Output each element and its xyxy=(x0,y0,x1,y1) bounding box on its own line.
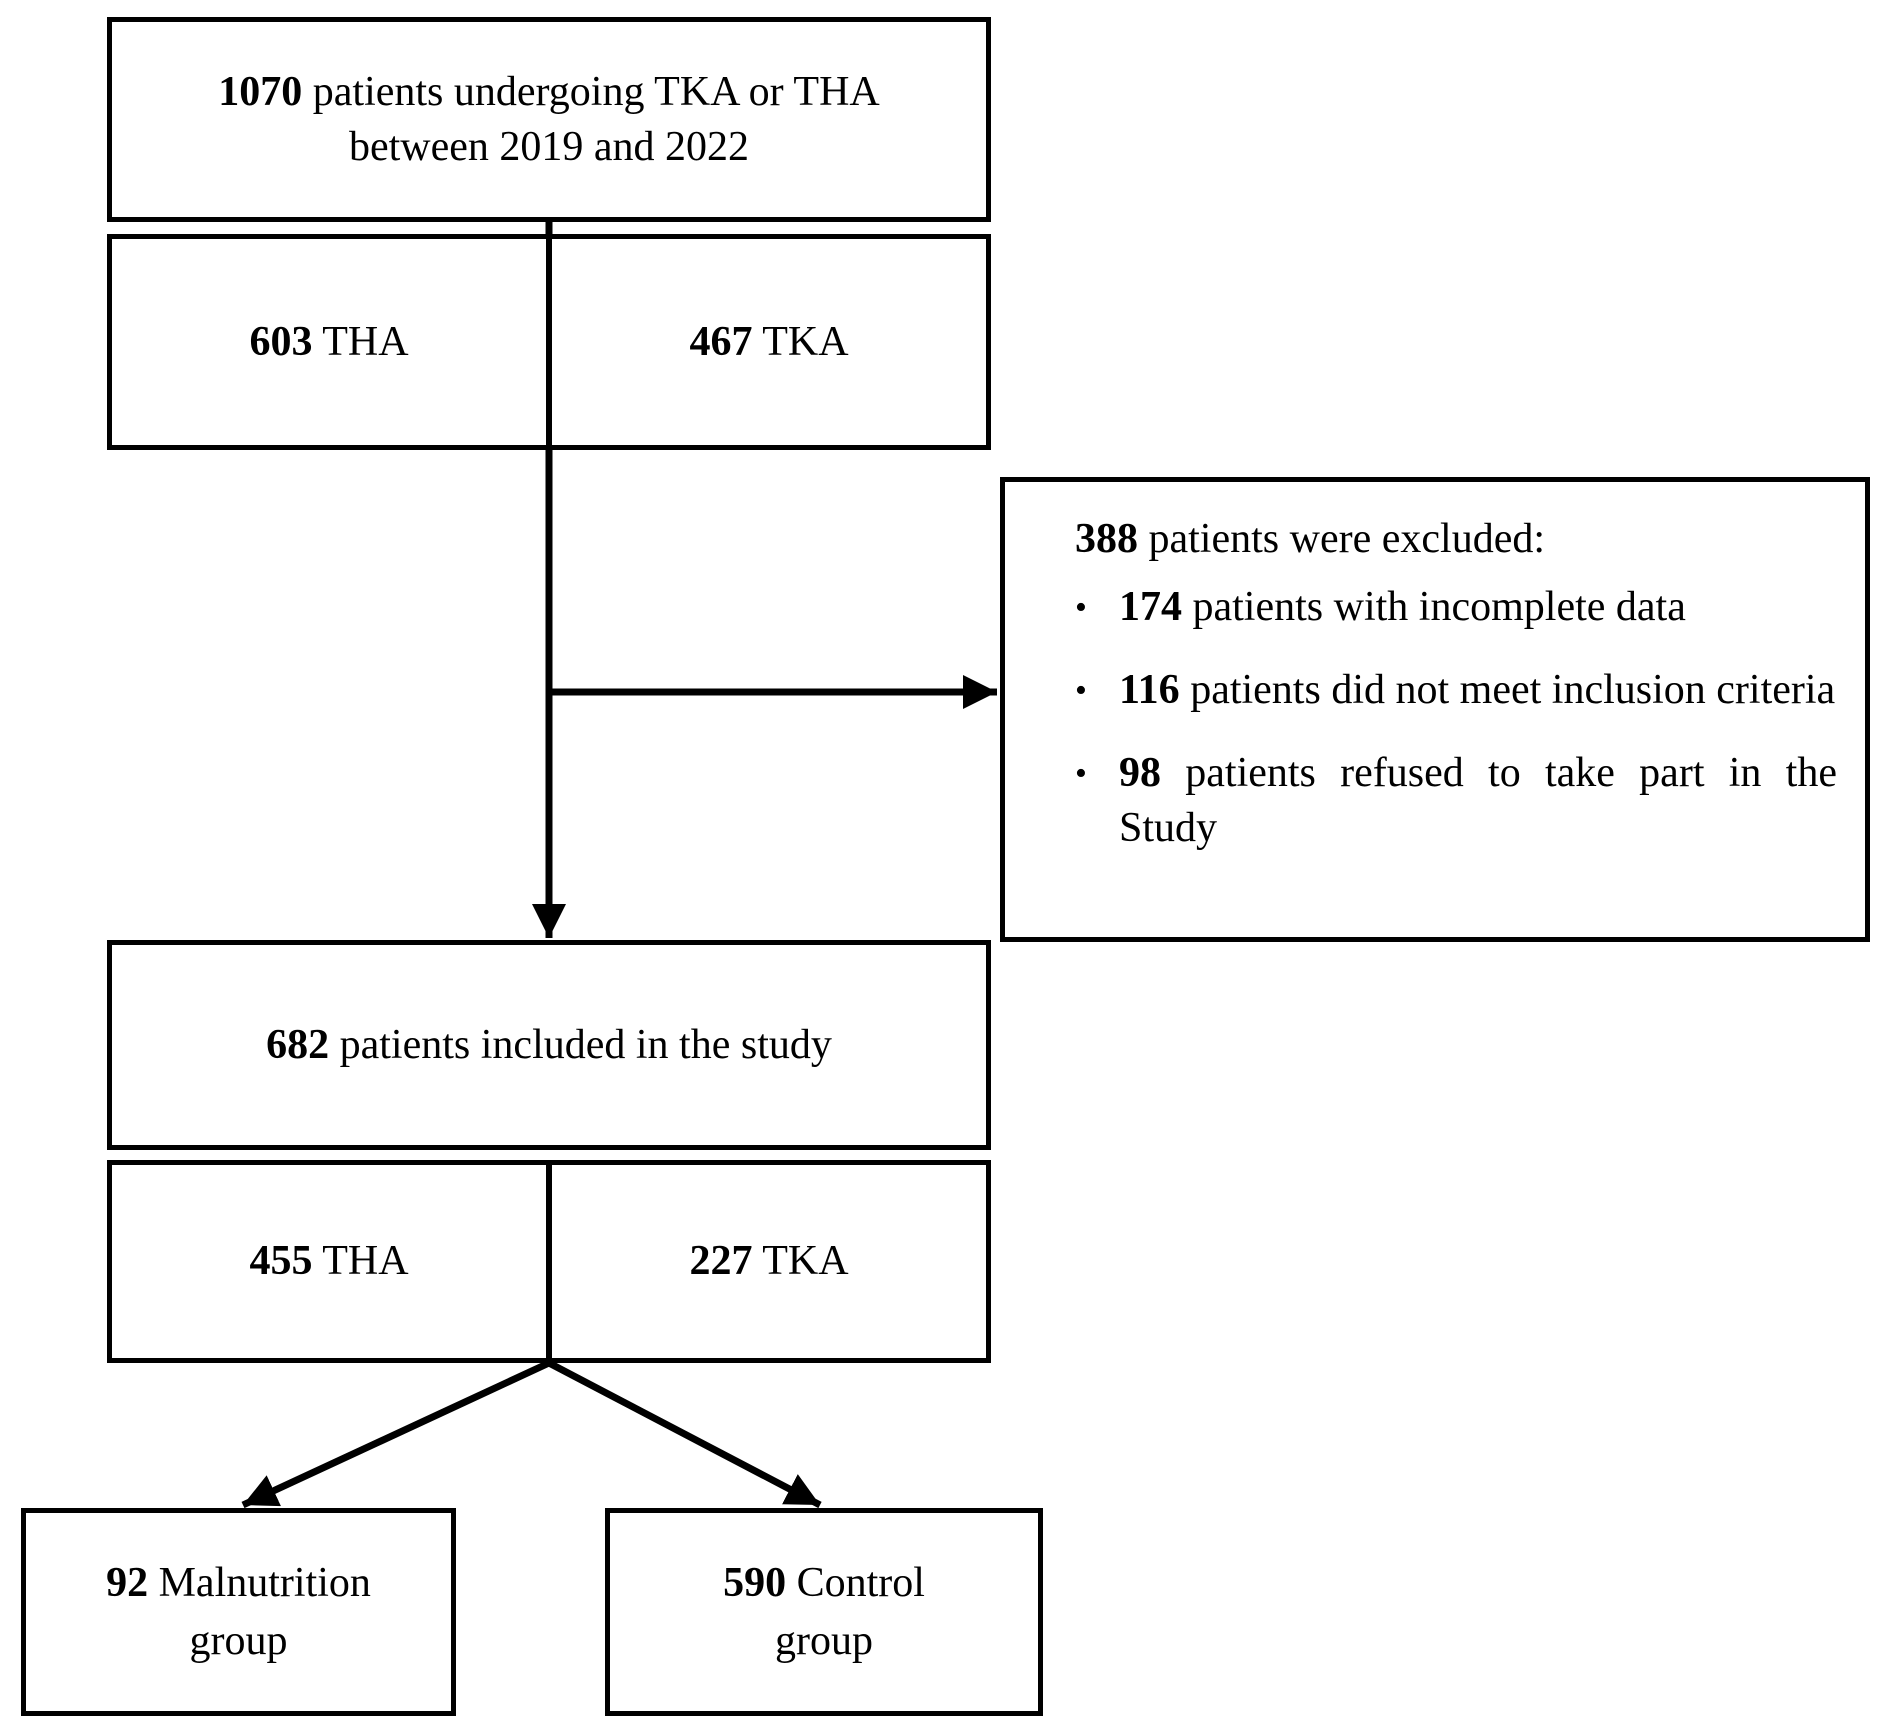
included-tka-label: 227 TKA xyxy=(689,1238,849,1284)
tka-cell: 467 TKA xyxy=(552,239,986,445)
tha-cell: 603 THA xyxy=(112,239,552,445)
included-tha-cell: 455 THA xyxy=(112,1165,552,1358)
exclusion-item-text: 116 patients did not meet inclusion crit… xyxy=(1119,667,1836,713)
exclusion-item: • 116 patients did not meet inclusion cr… xyxy=(1075,663,1837,718)
control-line2: group xyxy=(775,1618,873,1664)
included-count: 682 xyxy=(266,1021,330,1068)
bullet-icon: • xyxy=(1075,589,1087,626)
procedure-split-box: 603 THA 467 TKA xyxy=(107,234,991,450)
exclusion-item: • 174 patients with incomplete data xyxy=(1075,580,1837,635)
included-tha-label: 455 THA xyxy=(249,1238,409,1284)
exclusion-item-text: 174 patients with incomplete data xyxy=(1119,584,1686,630)
total-patients-box: 1070 patients undergoing TKA or THA betw… xyxy=(107,17,991,222)
tka-label: 467 TKA xyxy=(689,318,849,365)
exclusion-item-count: 98 xyxy=(1119,750,1161,796)
exclusion-item: • 98 patients refused to take part in th… xyxy=(1075,746,1837,856)
included-tka-cell: 227 TKA xyxy=(552,1165,986,1358)
included-tka-count: 227 xyxy=(689,1238,753,1284)
malnutrition-arrow xyxy=(241,1359,551,1509)
included-label: 682 patients included in the study xyxy=(266,1021,832,1068)
total-patients-line2: between 2019 and 2022 xyxy=(348,123,750,170)
malnutrition-count: 92 xyxy=(106,1560,149,1606)
total-patients-count: 1070 xyxy=(218,68,303,115)
malnutrition-line2: group xyxy=(189,1618,288,1664)
exclusion-item-count: 174 xyxy=(1119,584,1182,630)
total-patients-line1: 1070 patients undergoing TKA or THA xyxy=(218,68,880,115)
control-line1: 590 Control xyxy=(723,1560,925,1606)
exclusion-box: 388 patients were excluded: • 174 patien… xyxy=(1000,477,1870,942)
malnutrition-line1: 92 Malnutrition xyxy=(106,1560,371,1606)
malnutrition-group-box: 92 Malnutrition group xyxy=(21,1508,456,1716)
control-group-box: 590 Control group xyxy=(605,1508,1043,1716)
excluded-count: 388 xyxy=(1075,516,1138,562)
control-count: 590 xyxy=(723,1560,787,1606)
exclusion-item-count: 116 xyxy=(1119,667,1180,713)
included-split-box: 455 THA 227 TKA xyxy=(107,1160,991,1363)
bullet-icon: • xyxy=(1075,672,1087,709)
bullet-icon: • xyxy=(1075,755,1087,792)
tha-label: 603 THA xyxy=(249,318,409,365)
included-box: 682 patients included in the study xyxy=(107,940,991,1150)
included-tha-count: 455 xyxy=(249,1238,313,1284)
exclusion-header: 388 patients were excluded: xyxy=(1075,516,1545,562)
tha-count: 603 xyxy=(249,318,313,365)
exclusion-item-text: 98 patients refused to take part in the … xyxy=(1119,750,1837,851)
tka-count: 467 xyxy=(689,318,753,365)
control-arrow xyxy=(547,1359,822,1509)
